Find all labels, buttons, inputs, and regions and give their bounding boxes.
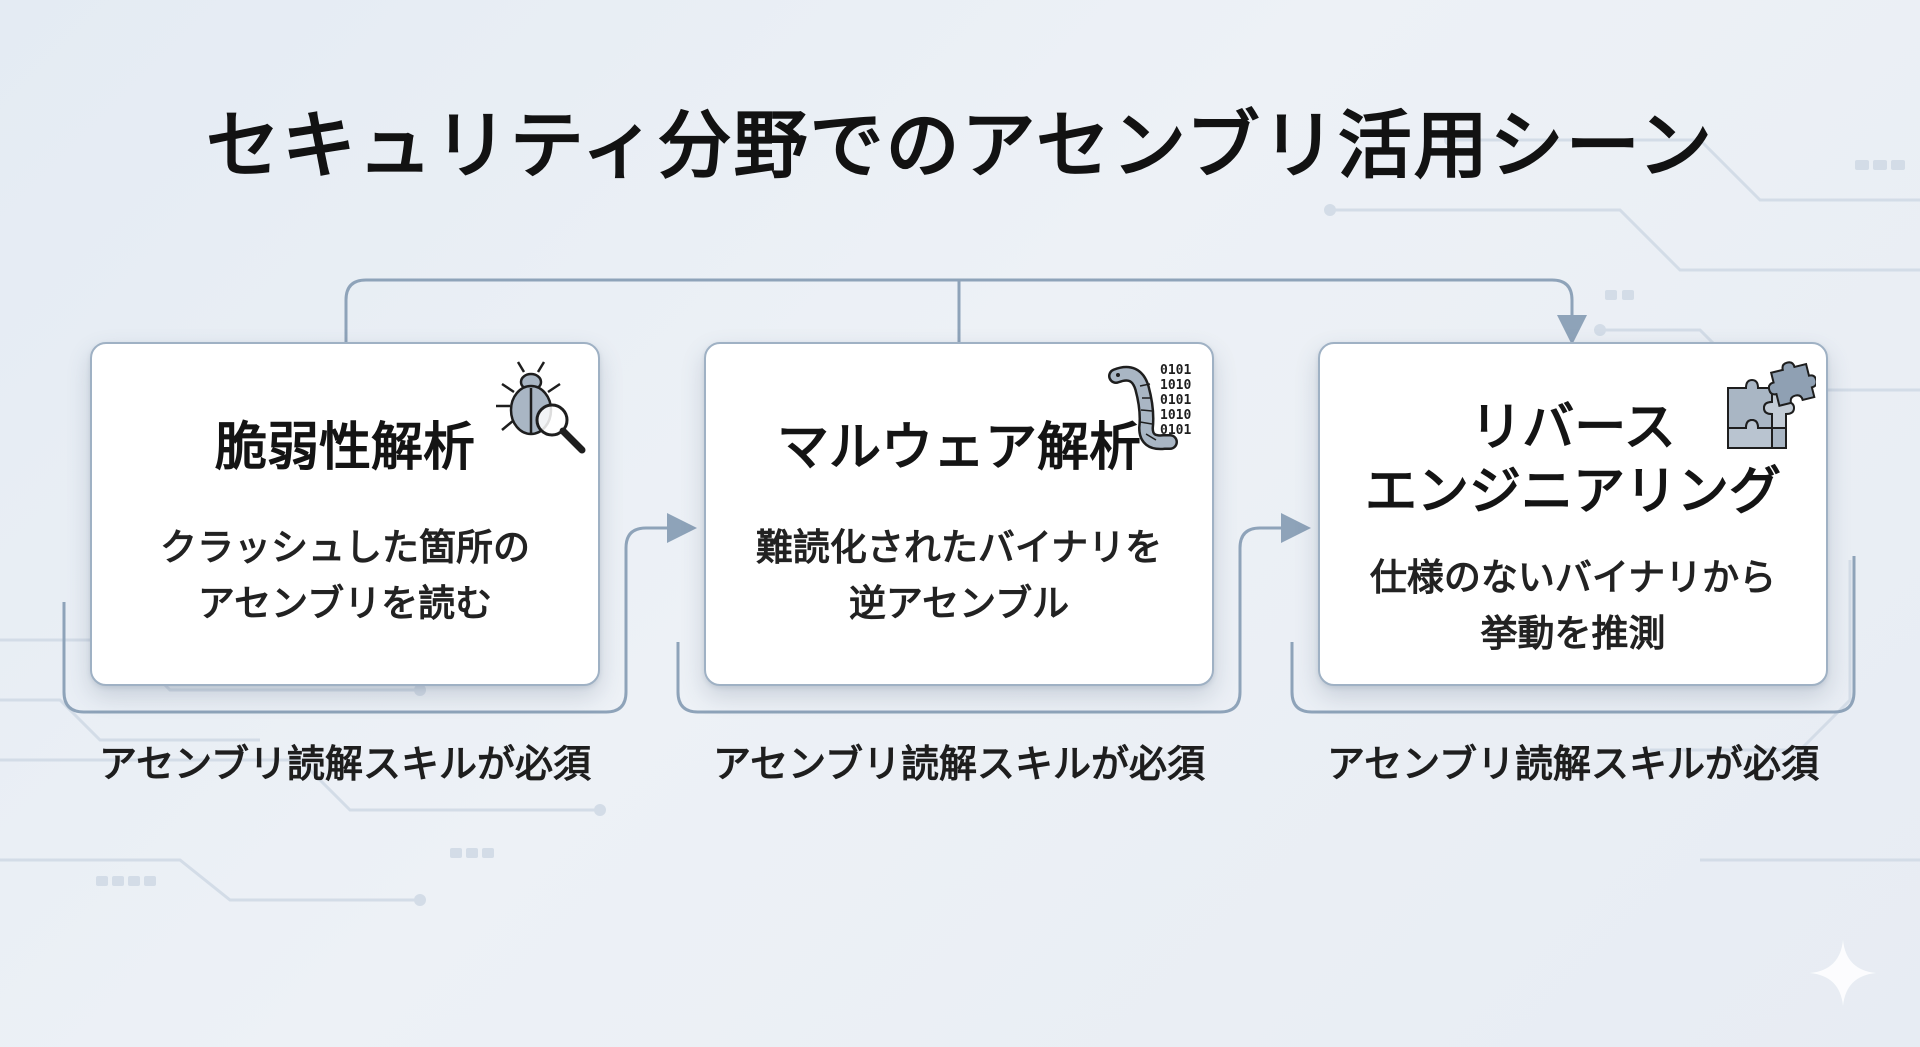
sparkle-icon [1810,940,1876,1006]
card-description-line: 挙動を推測 [1480,612,1666,655]
card-title: 脆弱性解析 [92,418,598,478]
worm-binary-icon: 0101 1010 0101 1010 0101 [1108,363,1191,451]
card-title-line: 脆弱性解析 [214,418,475,478]
card-reverse-engineering: リバース エンジニアリング 仕様のないバイナリから 挙動を推測 [1318,342,1828,686]
card-malware-analysis: マルウェア解析 難読化されたバイナリを 逆アセンブル 0101 1010 010… [704,342,1214,686]
card-description-line: クラッシュした箇所の [160,526,530,569]
skill-required-note: アセンブリ読解スキルが必須 [98,742,592,786]
binary-row: 0101 [1160,423,1191,438]
card-description: クラッシュした箇所の アセンブリを読む [92,520,598,632]
binary-row: 0101 [1160,393,1191,408]
page-title: セキュリティ分野でのアセンブリ活用シーン [205,103,1715,189]
card-title-line: マルウェア解析 [776,418,1141,478]
card-title: リバース エンジニアリング [1320,396,1826,524]
card-title: マルウェア解析 [706,418,1212,478]
card-title-line: エンジニアリング [1364,462,1781,522]
card-description-line: 難読化されたバイナリを [755,526,1163,569]
binary-row: 1010 [1160,378,1191,393]
card-description: 仕様のないバイナリから 挙動を推測 [1320,550,1826,662]
bug-magnifier-icon [496,361,586,454]
puzzle-icon [1727,361,1816,449]
binary-row: 0101 [1160,363,1191,378]
card-description: 難読化されたバイナリを 逆アセンブル [706,520,1212,632]
skill-required-note: アセンブリ読解スキルが必須 [712,742,1206,786]
card-description-line: 逆アセンブル [848,582,1070,625]
card-description-line: アセンブリを読む [197,582,493,625]
card-title-line: リバース [1470,398,1676,458]
binary-row: 1010 [1160,408,1191,423]
card-description-line: 仕様のないバイナリから [1369,556,1777,599]
skill-required-note: アセンブリ読解スキルが必須 [1326,742,1820,786]
card-vulnerability-analysis: 脆弱性解析 クラッシュした箇所の アセンブリを読む [90,342,600,686]
